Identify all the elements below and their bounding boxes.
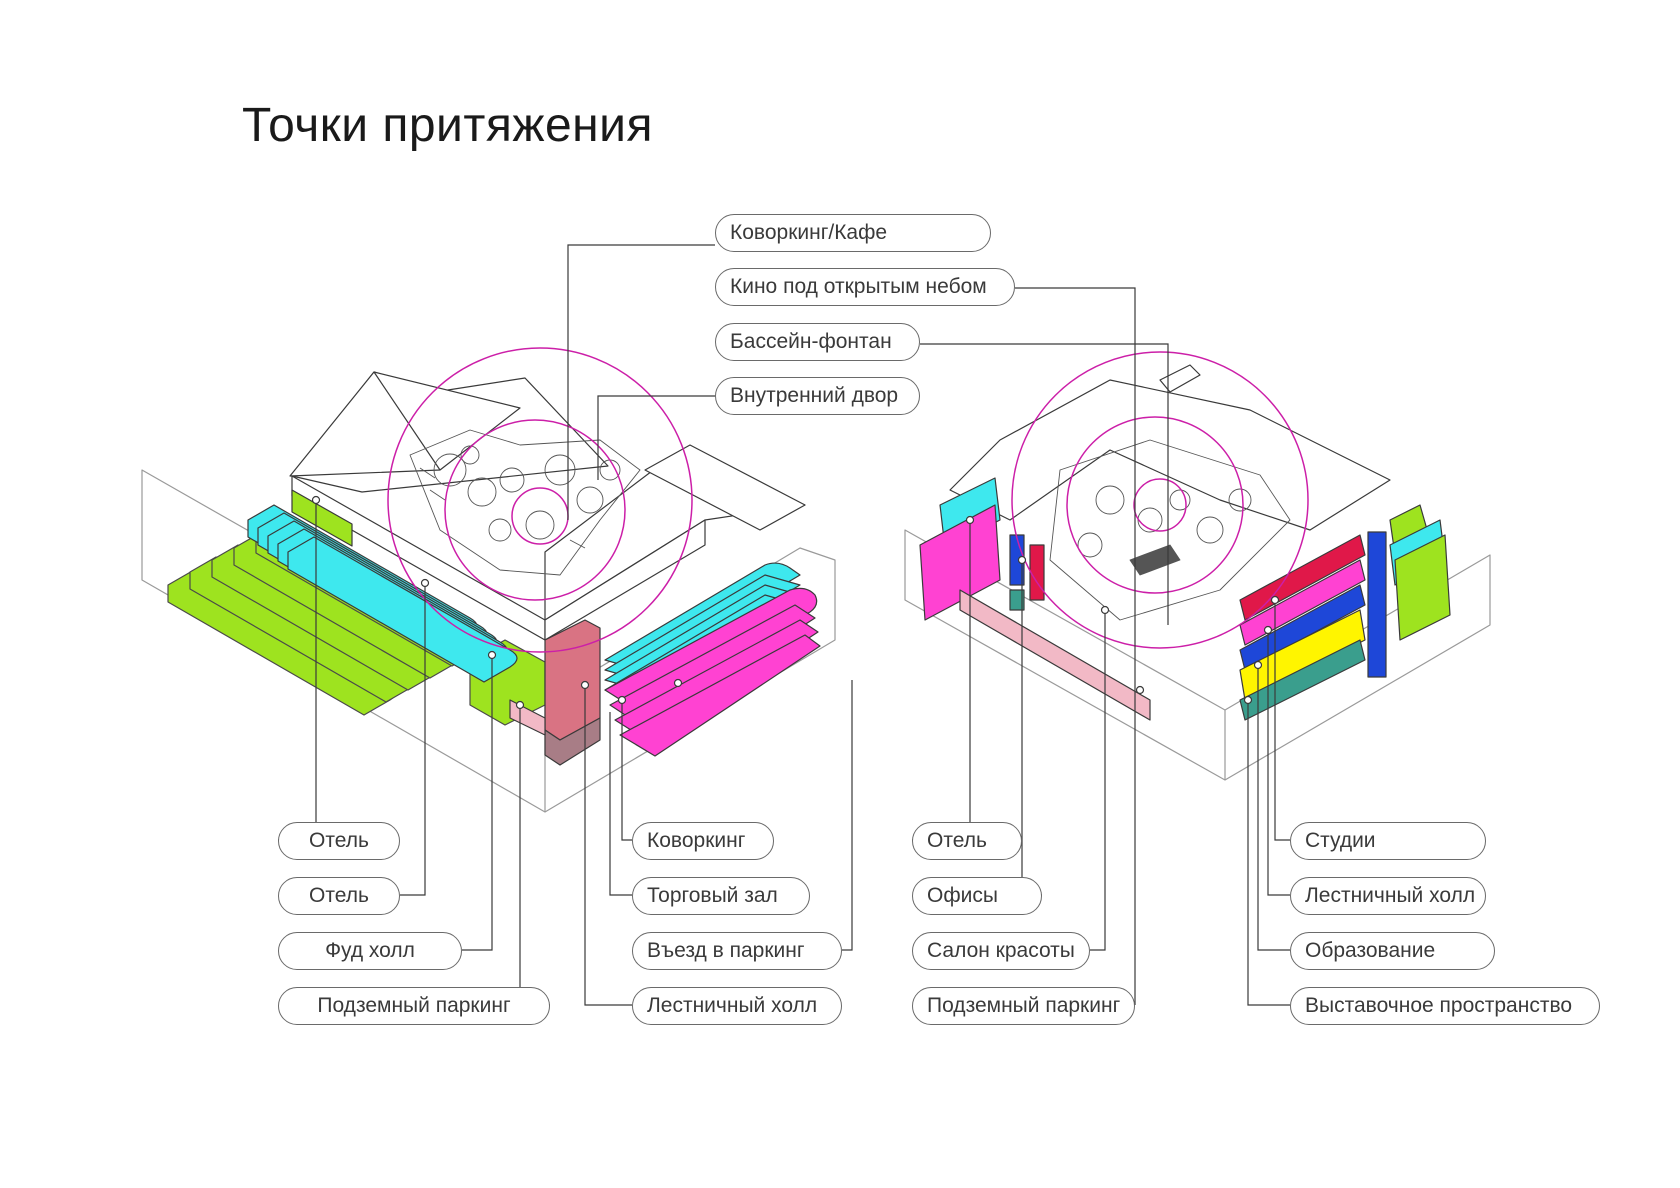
label-hotel-1: Отель — [278, 822, 400, 860]
label-education: Образование — [1290, 932, 1495, 970]
label-exhibition-space: Выставочное пространство — [1290, 987, 1600, 1025]
label-courtyard: Внутренний двор — [715, 377, 920, 415]
label-pool-fountain: Бассейн-фонтан — [715, 323, 920, 361]
label-beauty-salon: Салон красоты — [912, 932, 1090, 970]
trade-hall-bars — [604, 587, 821, 757]
parking-entry-block — [544, 717, 601, 766]
label-underground-parking-left: Подземный паркинг — [278, 987, 550, 1025]
right-attraction-rings — [1011, 351, 1309, 649]
right-parking-strip — [959, 589, 1151, 721]
label-studios: Студии — [1290, 822, 1486, 860]
hotel-block — [291, 489, 353, 547]
label-coworking: Коворкинг — [632, 822, 774, 860]
label-stair-hall-right: Лестничный холл — [1290, 877, 1486, 915]
label-food-hall: Фуд холл — [278, 932, 462, 970]
label-trade-hall: Торговый зал — [632, 877, 810, 915]
leader-dots — [311, 495, 1280, 710]
label-open-air-cinema: Кино под открытым небом — [715, 268, 1015, 306]
right-building — [904, 351, 1491, 781]
right-roof — [949, 379, 1391, 531]
label-offices: Офисы — [912, 877, 1042, 915]
offices-block-red — [1029, 544, 1045, 601]
label-hotel-right: Отель — [912, 822, 1022, 860]
label-hotel-2: Отель — [278, 877, 400, 915]
page-title: Точки притяжения — [242, 99, 653, 152]
label-coworking-cafe: Коворкинг/Кафе — [715, 214, 991, 252]
label-underground-parking-right: Подземный паркинг — [912, 987, 1135, 1025]
label-parking-entry: Въезд в паркинг — [632, 932, 842, 970]
left-building — [141, 347, 836, 813]
label-stair-hall-left: Лестничный холл — [632, 987, 842, 1025]
